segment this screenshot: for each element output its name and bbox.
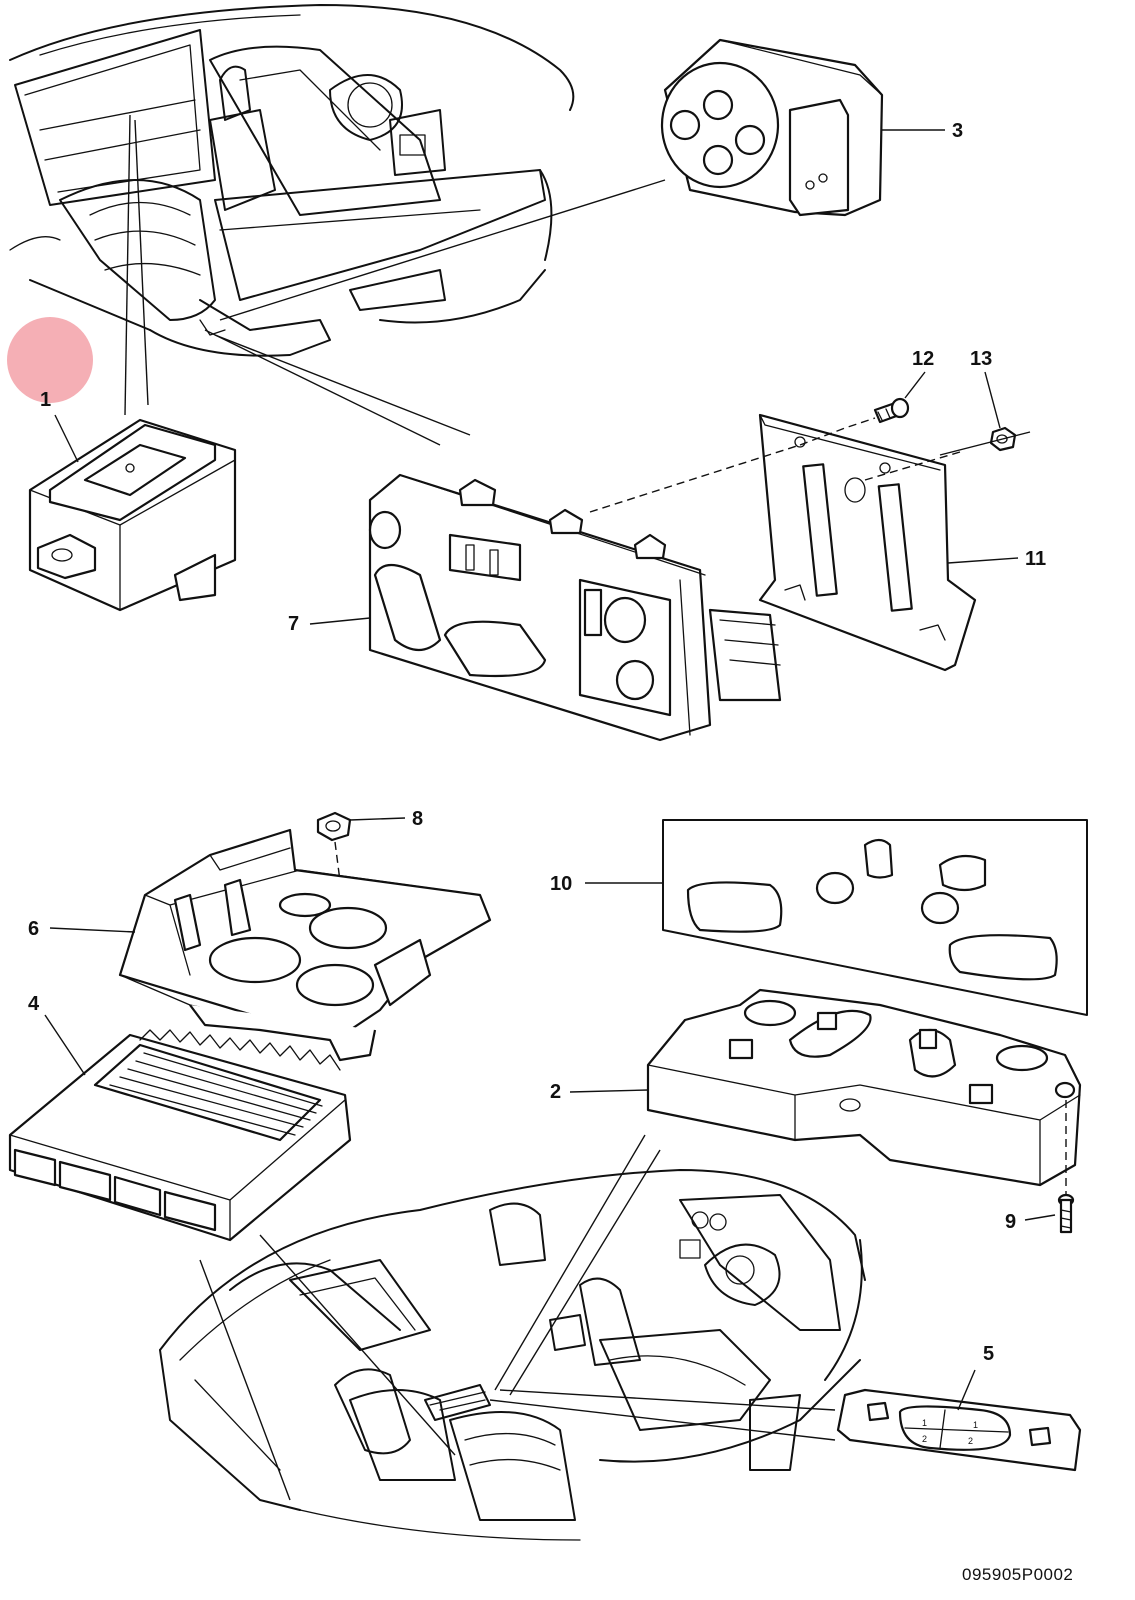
callout-8: 8 (412, 808, 423, 830)
part-12-screw (873, 397, 910, 424)
callout-7: 7 (288, 613, 299, 635)
part-11-mounting-bracket (758, 413, 977, 672)
car-interior-bottom (159, 1169, 866, 1541)
part-1-switch-module (28, 418, 237, 612)
callout-12: 12 (912, 348, 934, 370)
callout-13: 13 (970, 348, 992, 370)
part-2-switch-housing (646, 988, 1082, 1187)
callout-5: 5 (983, 1343, 994, 1365)
callout-6: 6 (28, 918, 39, 940)
part-9-bolt (1057, 1193, 1075, 1234)
callout-10: 10 (550, 873, 572, 895)
part-8-nut (316, 811, 352, 842)
part-5-window-switch-panel: 1 2 1 2 (836, 1388, 1082, 1472)
callout-9: 9 (1005, 1211, 1016, 1233)
diagram-reference-code: 095905P0002 (962, 1565, 1073, 1584)
callout-11: 11 (1025, 548, 1046, 570)
car-interior-top (9, 4, 575, 357)
part-6-support-tray (118, 828, 492, 1062)
svg-text:1: 1 (922, 1418, 927, 1428)
svg-text:2: 2 (968, 1436, 973, 1446)
part-4-control-module (8, 1029, 352, 1242)
svg-text:2: 2 (922, 1434, 927, 1444)
highlight-marker (7, 317, 93, 403)
part-3-actuator (660, 38, 884, 217)
callout-1: 1 (40, 389, 51, 411)
callout-3: 3 (952, 120, 963, 142)
svg-text:1: 1 (973, 1420, 978, 1430)
callout-4: 4 (28, 993, 40, 1015)
callout-2: 2 (550, 1081, 561, 1103)
part-10-button-caps-kit (662, 819, 1088, 1016)
part-7-seat-control-unit (368, 473, 782, 742)
